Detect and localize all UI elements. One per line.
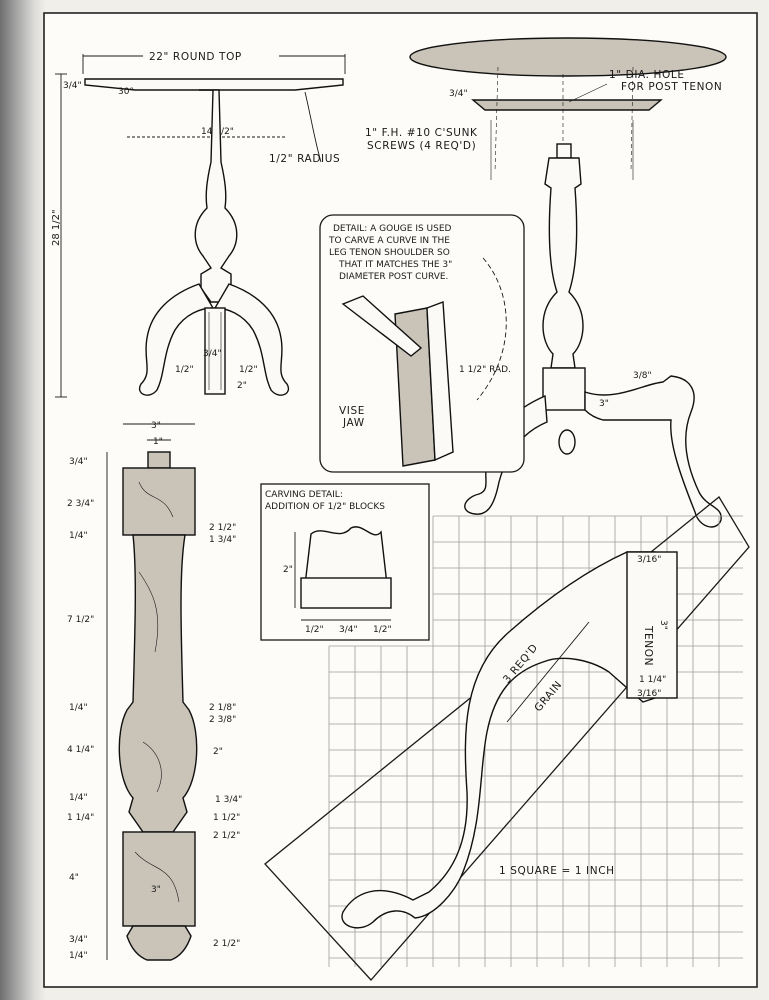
carving-detail: CARVING DETAIL: ADDITION OF 1/2" BLOCKS …	[260, 483, 430, 641]
gouge-detail-line3: LEG TENON SHOULDER SO	[329, 248, 450, 258]
carving-dim-2: 3/4"	[339, 625, 358, 635]
post-left-dim-9: 4"	[69, 873, 79, 883]
post-left-dim-7: 1/4"	[69, 793, 88, 803]
grain-blank-outline	[264, 496, 750, 981]
elevation-dim-right: 1/2"	[239, 365, 258, 375]
post-left-dim-3: 1/4"	[69, 531, 88, 541]
tenon-depth-label: 3/8"	[633, 371, 652, 381]
table-height-label: 28 1/2"	[51, 209, 62, 246]
post-right-dim-1: 2 1/2"	[209, 523, 236, 533]
carving-dim-1: 1/2"	[305, 625, 324, 635]
gouge-detail-line5: DIAMETER POST CURVE.	[339, 272, 448, 282]
gouge-radius-label: 1 1/2" RAD.	[459, 365, 511, 375]
post-right-dim-5: 2"	[213, 747, 223, 757]
post-tenon-width-label: 1"	[153, 437, 163, 447]
gouge-detail: DETAIL: A GOUGE IS USED TO CARVE A CURVE…	[319, 214, 525, 473]
post-right-dim-7: 1 1/2"	[213, 813, 240, 823]
gouge-detail-line4: THAT IT MATCHES THE 3"	[338, 260, 452, 270]
table-elevation: 22" ROUND TOP 3/4" 30° 14 1/2" 1/2" RADI…	[51, 51, 346, 398]
tenon-length-label: 3"	[599, 399, 609, 409]
post-left-dim-5: 1/4"	[69, 703, 88, 713]
inch-grid	[328, 515, 743, 967]
post-left-dim-8: 1 1/4"	[67, 813, 94, 823]
vise-label-line2: JAW	[342, 417, 365, 429]
hole-label-line2: FOR POST TENON	[621, 81, 722, 93]
post-turning: 3" 1" 3/4" 2 3/4" 1/4" 7 1/2" 1/4" 4 1/4…	[67, 421, 242, 961]
leg-tenon-length-label: 3"	[658, 620, 668, 630]
carving-title-line2: ADDITION OF 1/2" BLOCKS	[265, 502, 385, 512]
gouge-detail-line1: DETAIL: A GOUGE IS USED	[333, 224, 452, 234]
vise-label-line1: VISE	[339, 405, 365, 417]
post-width-label: 3"	[151, 421, 161, 431]
screw-label-line1: 1" F.H. #10 C'SUNK	[365, 127, 478, 139]
grid-scale-label: 1 SQUARE = 1 INCH	[499, 865, 615, 877]
screw-label-line2: SCREWS (4 REQ'D)	[367, 140, 476, 152]
post-left-dim-6: 4 1/4"	[67, 745, 94, 755]
radius-label: 1/2" RADIUS	[269, 153, 340, 165]
post-right-dim-9: 2 1/2"	[213, 939, 240, 949]
post-left-dim-2: 2 3/4"	[67, 499, 94, 509]
bevel-angle-label: 30°	[118, 87, 134, 97]
carving-dim-3: 1/2"	[373, 625, 392, 635]
post-right-dim-8: 2 1/2"	[213, 831, 240, 841]
leg-pattern: 3 REQ'D GRAIN TENON 3" 1 1/4" 3/16" 3/16…	[264, 496, 750, 981]
exploded-view: 3/4" 1" DIA. HOLE FOR POST TENON 1" F.H.…	[365, 37, 727, 528]
leg-tenon-width-label: 1 1/4"	[639, 675, 666, 685]
post-right-dim-2: 1 3/4"	[209, 535, 236, 545]
elevation-dim-left: 1/2"	[175, 365, 194, 375]
post-left-dim-11: 1/4"	[69, 951, 88, 961]
carving-height-label: 2"	[283, 565, 293, 575]
post-left-dim-10: 3/4"	[69, 935, 88, 945]
elevation-dim-bottom: 2"	[237, 381, 247, 391]
gouge-detail-line2: TO CARVE A CURVE IN THE	[328, 236, 450, 246]
leg-end-offset-top: 3/16"	[637, 555, 661, 565]
hole-label-line1: 1" DIA. HOLE	[609, 69, 685, 81]
top-diameter-label: 22" ROUND TOP	[149, 51, 242, 63]
drawing-sheet: 22" ROUND TOP 3/4" 30° 14 1/2" 1/2" RADI…	[43, 12, 758, 988]
top-thickness-label: 3/4"	[63, 81, 82, 91]
post-right-dim-6: 1 3/4"	[215, 795, 242, 805]
plan-drawing: 22" ROUND TOP 3/4" 30° 14 1/2" 1/2" RADI…	[43, 12, 758, 988]
cleat-thickness-label: 3/4"	[449, 89, 468, 99]
post-right-dim-4: 2 3/8"	[209, 715, 236, 725]
leg-end-offset-bottom: 3/16"	[637, 689, 661, 699]
post-right-dim-3: 2 1/8"	[209, 703, 236, 713]
post-bottom-width-label: 3"	[151, 885, 161, 895]
elevation-dim-mid: 3/4"	[203, 349, 222, 359]
post-left-dim-4: 7 1/2"	[67, 615, 94, 625]
carving-title-line1: CARVING DETAIL:	[265, 490, 343, 500]
leg-tenon-label: TENON	[642, 625, 654, 666]
post-left-dim-1: 3/4"	[69, 457, 88, 467]
